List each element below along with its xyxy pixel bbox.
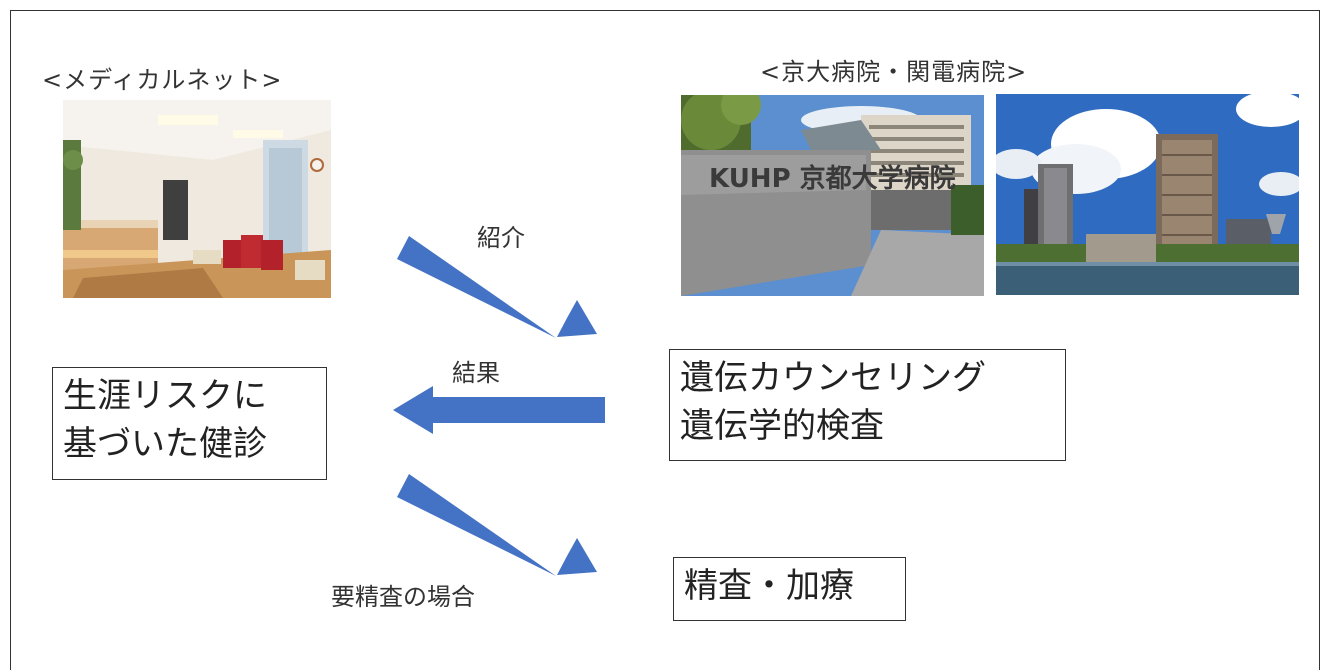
kanden-hospital-photo — [996, 94, 1299, 295]
hospitals-heading: <京大病院・関電病院> — [760, 58, 1028, 86]
lifetime-risk-checkup-box: 生涯リスクに 基づいた健診 — [52, 367, 327, 480]
box-line: 精査・加療 — [684, 566, 854, 606]
clinic-interior-photo — [63, 100, 331, 298]
box-line: 遺伝カウンセリング — [680, 358, 986, 398]
genetic-counseling-box: 遺伝カウンセリング 遺伝学的検査 — [669, 349, 1066, 461]
detailed-exam-treatment-box: 精査・加療 — [673, 557, 906, 621]
referral-label: 紹介 — [477, 224, 525, 252]
box-line: 生涯リスクに — [63, 376, 267, 416]
box-line: 遺伝学的検査 — [680, 406, 884, 446]
detailed-exam-label: 要精査の場合 — [331, 583, 475, 611]
result-arrow — [393, 386, 605, 434]
flow-arrows — [393, 236, 605, 576]
referral-arrow — [397, 236, 597, 338]
hospital-sign-text: KUHP 京都大学病院 — [709, 163, 956, 194]
kyoto-university-hospital-photo: KUHP 京都大学病院 — [681, 95, 984, 296]
detailed-exam-arrow — [397, 474, 597, 576]
box-line: 基づいた健診 — [63, 424, 267, 464]
slide-frame — [10, 10, 1320, 670]
result-label: 結果 — [452, 359, 500, 387]
medical-net-heading: <メディカルネット> — [42, 66, 283, 94]
